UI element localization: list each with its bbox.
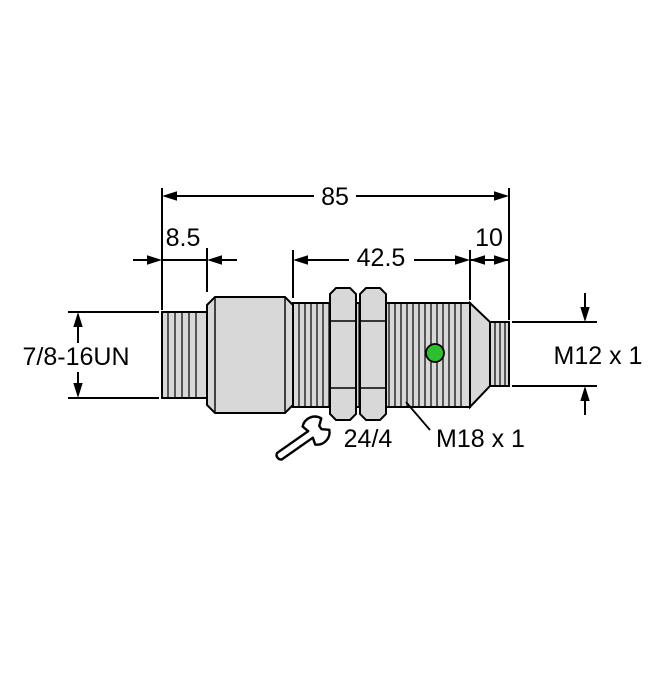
wrench-icon: [275, 415, 331, 461]
sensor-body: [161, 287, 510, 421]
connector-thread-label: 7/8-16UN: [23, 343, 130, 371]
dim-offset-label: 8.5: [166, 224, 201, 252]
dimension-connector-thread: 7/8-16UN: [23, 311, 159, 399]
dim-overall-label: 85: [321, 183, 349, 211]
arrowhead-outside-right: [207, 255, 222, 265]
arrowhead-outside-left: [147, 255, 162, 265]
dim-tip-label: 10: [475, 224, 503, 252]
annotations: 24/4 M18 x 1: [275, 401, 525, 461]
m18-leader-line: [405, 401, 431, 431]
connector-threads: [167, 313, 197, 397]
wrench-size-label: 24/4: [344, 425, 393, 453]
arrowhead-up: [580, 386, 590, 401]
tip-threads: [494, 323, 506, 385]
arrowhead-down: [73, 383, 83, 398]
taper-cone: [469, 300, 491, 410]
arrowhead-right: [494, 255, 509, 265]
hex-nut-2: [359, 287, 387, 421]
dim-thread-length-label: 42.5: [357, 244, 406, 272]
arrowhead-right: [455, 255, 470, 265]
arrowhead-up: [73, 312, 83, 327]
arrowhead-right: [494, 191, 509, 201]
dimension-overall: 85: [161, 183, 510, 320]
arrowhead-down: [580, 307, 590, 322]
arrowhead-left: [162, 191, 177, 201]
dimension-thread-length: 42.5: [292, 244, 471, 300]
tip-thread-label: M12 x 1: [554, 342, 643, 370]
dimension-tip-thread: M12 x 1: [512, 293, 642, 415]
arrowhead-left: [293, 255, 308, 265]
dimension-offset: 8.5: [133, 224, 237, 292]
connector-section: [161, 311, 208, 399]
led-indicator: [425, 343, 445, 363]
body-thread-label: M18 x 1: [436, 425, 525, 453]
dimension-tip: 10: [470, 224, 509, 265]
wrench-shape: [275, 415, 331, 461]
body-section: [206, 296, 294, 414]
hex-nut-1: [329, 287, 357, 421]
